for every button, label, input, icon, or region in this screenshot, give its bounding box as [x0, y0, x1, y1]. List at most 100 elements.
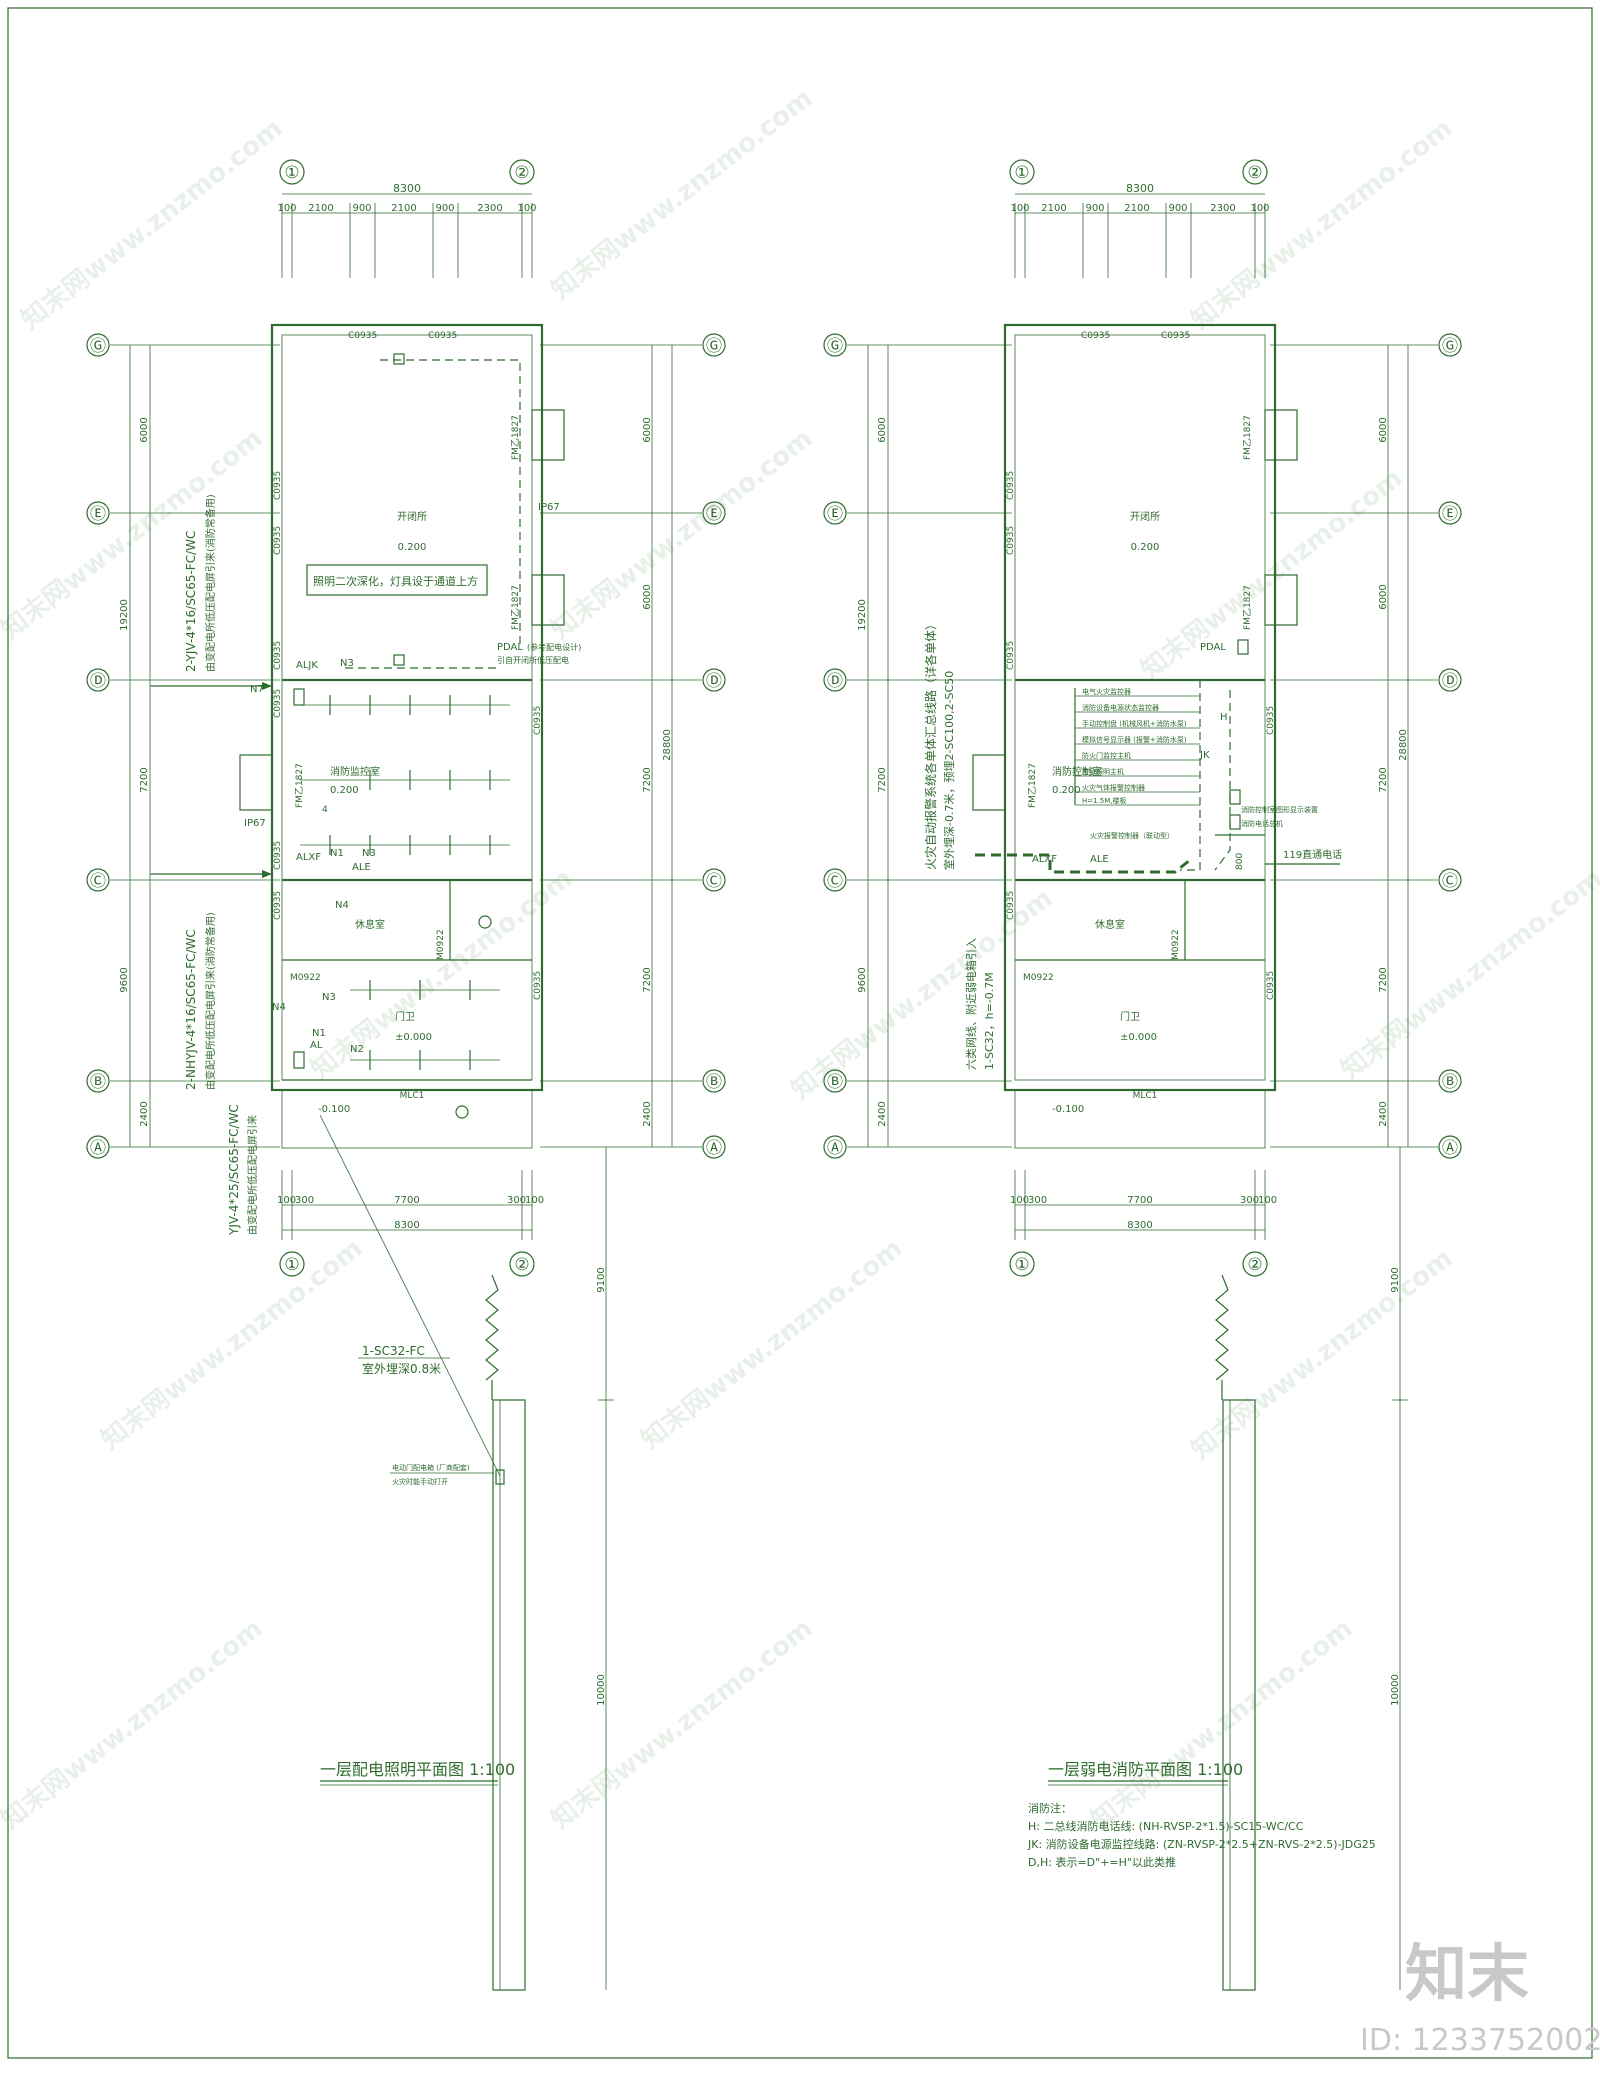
- door-bump: [239, 754, 273, 811]
- grid-label: ①: [284, 1255, 299, 1275]
- panel-label: PDAL: [497, 642, 523, 653]
- fire-panel-box: [1229, 789, 1241, 805]
- elevation-label: -0.100: [318, 1104, 350, 1115]
- watermark-text: 知末网www.znzmo.com: [546, 423, 818, 645]
- circuit-label: N7: [250, 684, 264, 695]
- arrow-icon: [262, 682, 272, 690]
- dim-text: 2300: [1210, 203, 1235, 214]
- lane-outline: [1222, 1399, 1256, 1991]
- dim-text: 6000: [1378, 584, 1389, 609]
- image-id: ID: 1233752002: [1360, 2023, 1600, 2058]
- grid-label: Ⓑ: [1442, 1072, 1458, 1091]
- dim-text: 7200: [139, 767, 150, 792]
- note-line: JK: 消防设备电源监控线路: (ZN-RVSP-2*2.5+ZN-RVS-2*…: [1027, 1837, 1376, 1851]
- grid-bubble: [1009, 159, 1035, 185]
- panel-label: ALXF: [1032, 854, 1057, 865]
- dim-text: 7700: [1127, 1195, 1152, 1206]
- window-label: C0935: [1266, 706, 1276, 735]
- door-bump: [531, 574, 565, 626]
- grid-label: ②: [514, 163, 529, 183]
- dim-text: 8300: [1127, 1220, 1152, 1231]
- ceiling-light-icon: [478, 915, 492, 929]
- ip-label: IP67: [244, 818, 266, 829]
- equipment-item: 电气火灾监控器: [1082, 687, 1131, 696]
- grid-bubble: [823, 668, 847, 692]
- gate-note: 电动门配电箱 (厂商配套): [392, 1463, 470, 1472]
- grid-bubble: [702, 868, 726, 892]
- dim-text: 100: [1258, 1195, 1277, 1206]
- dim-text: 6000: [642, 417, 653, 442]
- cable-spec: YJV-4*25/SC65-FC/WC: [227, 1104, 241, 1236]
- cable-spec: 火灾自动报警系统各单体汇总线路（详各单体）: [923, 618, 938, 870]
- door-label: FM乙1827: [510, 415, 521, 460]
- cable-spec: 2-NHYJV-4*16/SC65-FC/WC: [184, 929, 198, 1090]
- grid-label: ②: [1247, 1255, 1262, 1275]
- ceiling-light-icon: [455, 1105, 469, 1119]
- dim-text: 100: [277, 1195, 296, 1206]
- grid-bubble: [1438, 333, 1462, 357]
- grid-label: Ⓐ: [1442, 1138, 1458, 1157]
- dim-text: 6000: [1378, 417, 1389, 442]
- grid-bubble: [279, 1251, 305, 1277]
- panel-note: 消防控制室图形显示装置: [1241, 805, 1318, 814]
- dim-text: 9600: [119, 967, 130, 992]
- panel-label: AL: [310, 1040, 323, 1051]
- elevation-label: 0.200: [1131, 542, 1160, 553]
- dim-text: 100: [277, 203, 296, 214]
- cable-note: 1-SC32，h=-0.7M: [983, 972, 996, 1070]
- equipment-item: 火灾气体报警控制器: [1082, 783, 1145, 792]
- grid-label: Ⓔ: [706, 504, 722, 523]
- dim-text: 100: [1010, 203, 1029, 214]
- dim-text: 2400: [642, 1101, 653, 1126]
- dim-text: 2300: [477, 203, 502, 214]
- room-label: 开闭所: [1130, 510, 1160, 523]
- grid-bubble: [823, 1135, 847, 1159]
- dim-text: 6000: [139, 417, 150, 442]
- grid-bubble: [1438, 1135, 1462, 1159]
- grid-bubble: [1242, 159, 1268, 185]
- grid-label: ①: [284, 163, 299, 183]
- grid-label: Ⓖ: [827, 336, 843, 355]
- watermark-text: 知末网www.znzmo.com: [96, 1233, 368, 1455]
- window-label: C0935: [1006, 526, 1016, 555]
- window-label: C0935: [348, 331, 377, 341]
- grid-label: ②: [1247, 163, 1262, 183]
- grid-label: ①: [1014, 1255, 1029, 1275]
- grid-bubble: [1438, 501, 1462, 525]
- equipment-item: 消防设备电源状态监控器: [1082, 703, 1159, 712]
- porch: [1014, 1089, 1266, 1149]
- dim-text: 2100: [391, 203, 416, 214]
- dim-text: 300: [1240, 1195, 1259, 1206]
- grid-label: Ⓖ: [1442, 336, 1458, 355]
- window-label: C0935: [273, 471, 283, 500]
- dim-text: 9100: [1390, 1267, 1401, 1292]
- window-label: C0935: [1006, 471, 1016, 500]
- dim-text: 8300: [1126, 182, 1154, 195]
- dim-text: 9600: [857, 967, 868, 992]
- grid-label: Ⓔ: [90, 504, 106, 523]
- watermark-text: 知末网www.znzmo.com: [1336, 863, 1600, 1085]
- dim-text: 19200: [119, 599, 130, 631]
- dim-text: 2100: [1124, 203, 1149, 214]
- tel-label: 119直通电话: [1283, 848, 1342, 861]
- window-label: C0935: [533, 706, 543, 735]
- circuit-label: N2: [350, 1044, 364, 1055]
- grid-bubble: [1009, 1251, 1035, 1277]
- dim-text: 28800: [662, 729, 673, 761]
- grid-bubble: [86, 668, 110, 692]
- elevation-label: ±0.000: [1120, 1032, 1157, 1043]
- cable-note: 由变配电所低压配电屏引来: [246, 1115, 259, 1235]
- grid-bubble: [823, 333, 847, 357]
- room-label: 门卫: [1120, 1010, 1140, 1023]
- door-bump: [972, 754, 1006, 811]
- circuit-run: [380, 359, 521, 650]
- circuit-label: N4: [272, 1002, 286, 1013]
- notes-title: 消防注：: [1028, 1801, 1072, 1815]
- grid-bubble: [823, 1069, 847, 1093]
- grid-bubble: [509, 1251, 535, 1277]
- door-label: FM乙1827: [1027, 763, 1038, 808]
- watermark-text: 知末网www.znzmo.com: [546, 83, 818, 305]
- luminaire-array: [300, 695, 510, 1070]
- line-tag: H: [1220, 712, 1228, 723]
- watermark-layer: 知末网www.znzmo.com 知末网www.znzmo.com 知末网www…: [0, 83, 1600, 1835]
